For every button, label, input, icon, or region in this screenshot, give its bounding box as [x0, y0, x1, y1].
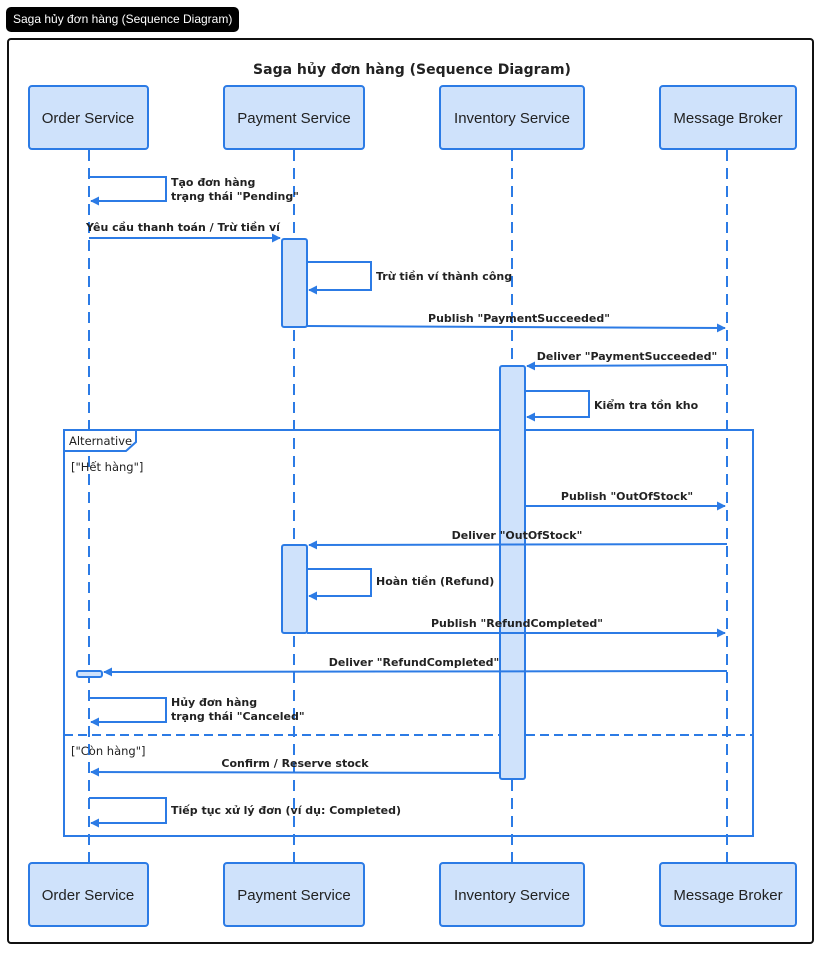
msg-check-stock-label: Kiểm tra tồn kho	[594, 399, 699, 412]
msg-debit-success-arrow	[307, 261, 372, 295]
msg-refund-arrow	[307, 568, 372, 601]
actor-label-payment-bottom: Payment Service	[237, 887, 350, 904]
alt-fragment-frame	[63, 429, 754, 837]
alt-fragment-tab	[63, 429, 137, 452]
actor-box-inventory-top	[439, 85, 585, 150]
diagram-tab-title: Saga hủy đơn hàng (Sequence Diagram)	[6, 7, 240, 32]
alt-fragment-label: Alternative	[69, 434, 132, 448]
msg-deliver-out-of-stock-label: Deliver "OutOfStock"	[452, 529, 583, 542]
msg-publish-out-of-stock-label: Publish "OutOfStock"	[561, 490, 693, 503]
msg-deliver-refund-completed-arrow	[103, 667, 728, 677]
msg-deliver-out-of-stock-arrow	[308, 540, 728, 550]
actor-box-order-top	[28, 85, 149, 150]
actor-label-inventory-bottom: Inventory Service	[454, 887, 570, 904]
msg-create-order-label-2: trạng thái "Pending"	[171, 190, 299, 203]
diagram-title: Saga hủy đơn hàng (Sequence Diagram)	[253, 62, 571, 78]
actor-label-broker-bottom: Message Broker	[673, 887, 782, 904]
msg-create-order-label-1: Tạo đơn hàng	[171, 176, 255, 189]
activation-payment-1	[281, 238, 308, 328]
msg-create-order-arrow	[89, 176, 167, 206]
msg-publish-refund-completed-label: Publish "RefundCompleted"	[431, 617, 603, 630]
msg-payment-request-label: Yêu cầu thanh toán / Trừ tiền ví	[85, 221, 281, 234]
msg-confirm-reserve-label: Confirm / Reserve stock	[221, 757, 369, 770]
msg-confirm-reserve-arrow	[90, 767, 501, 777]
msg-cancel-order-label-2: trạng thái "Canceled"	[171, 710, 305, 723]
activation-payment-2	[281, 544, 308, 634]
diagram-frame	[7, 38, 814, 944]
actor-label-broker-top: Message Broker	[673, 110, 782, 127]
msg-publish-payment-succeeded-label: Publish "PaymentSucceeded"	[428, 312, 610, 325]
msg-publish-payment-succeeded-arrow	[306, 323, 726, 333]
msg-cancel-order-arrow	[89, 697, 167, 727]
activation-inventory	[499, 365, 526, 780]
actor-label-order-top: Order Service	[42, 110, 135, 127]
msg-continue-processing-label: Tiếp tục xử lý đơn (ví dụ: Completed)	[171, 804, 401, 817]
actor-label-order-bottom: Order Service	[42, 887, 135, 904]
msg-refund-label: Hoàn tiền (Refund)	[376, 575, 494, 588]
alt-guard-out-of-stock: ["Hết hàng"]	[71, 460, 143, 474]
actor-box-inventory-bottom	[439, 862, 585, 927]
msg-check-stock-arrow	[525, 390, 590, 422]
actor-box-order-bottom	[28, 862, 149, 927]
actor-box-payment-top	[223, 85, 365, 150]
msg-deliver-payment-succeeded-label: Deliver "PaymentSucceeded"	[537, 350, 717, 363]
msg-debit-success-label: Trừ tiền ví thành công	[376, 270, 512, 283]
actor-box-broker-bottom	[659, 862, 797, 927]
msg-deliver-payment-succeeded-arrow	[526, 361, 728, 371]
actor-label-inventory-top: Inventory Service	[454, 110, 570, 127]
msg-cancel-order-label-1: Hủy đơn hàng	[171, 696, 257, 709]
msg-deliver-refund-completed-label: Deliver "RefundCompleted"	[329, 656, 500, 669]
actor-label-payment-top: Payment Service	[237, 110, 350, 127]
actor-box-broker-top	[659, 85, 797, 150]
msg-continue-processing-arrow	[89, 797, 167, 828]
actor-box-payment-bottom	[223, 862, 365, 927]
alt-guard-in-stock: ["Còn hàng"]	[71, 744, 146, 758]
activation-order-small	[76, 670, 103, 678]
